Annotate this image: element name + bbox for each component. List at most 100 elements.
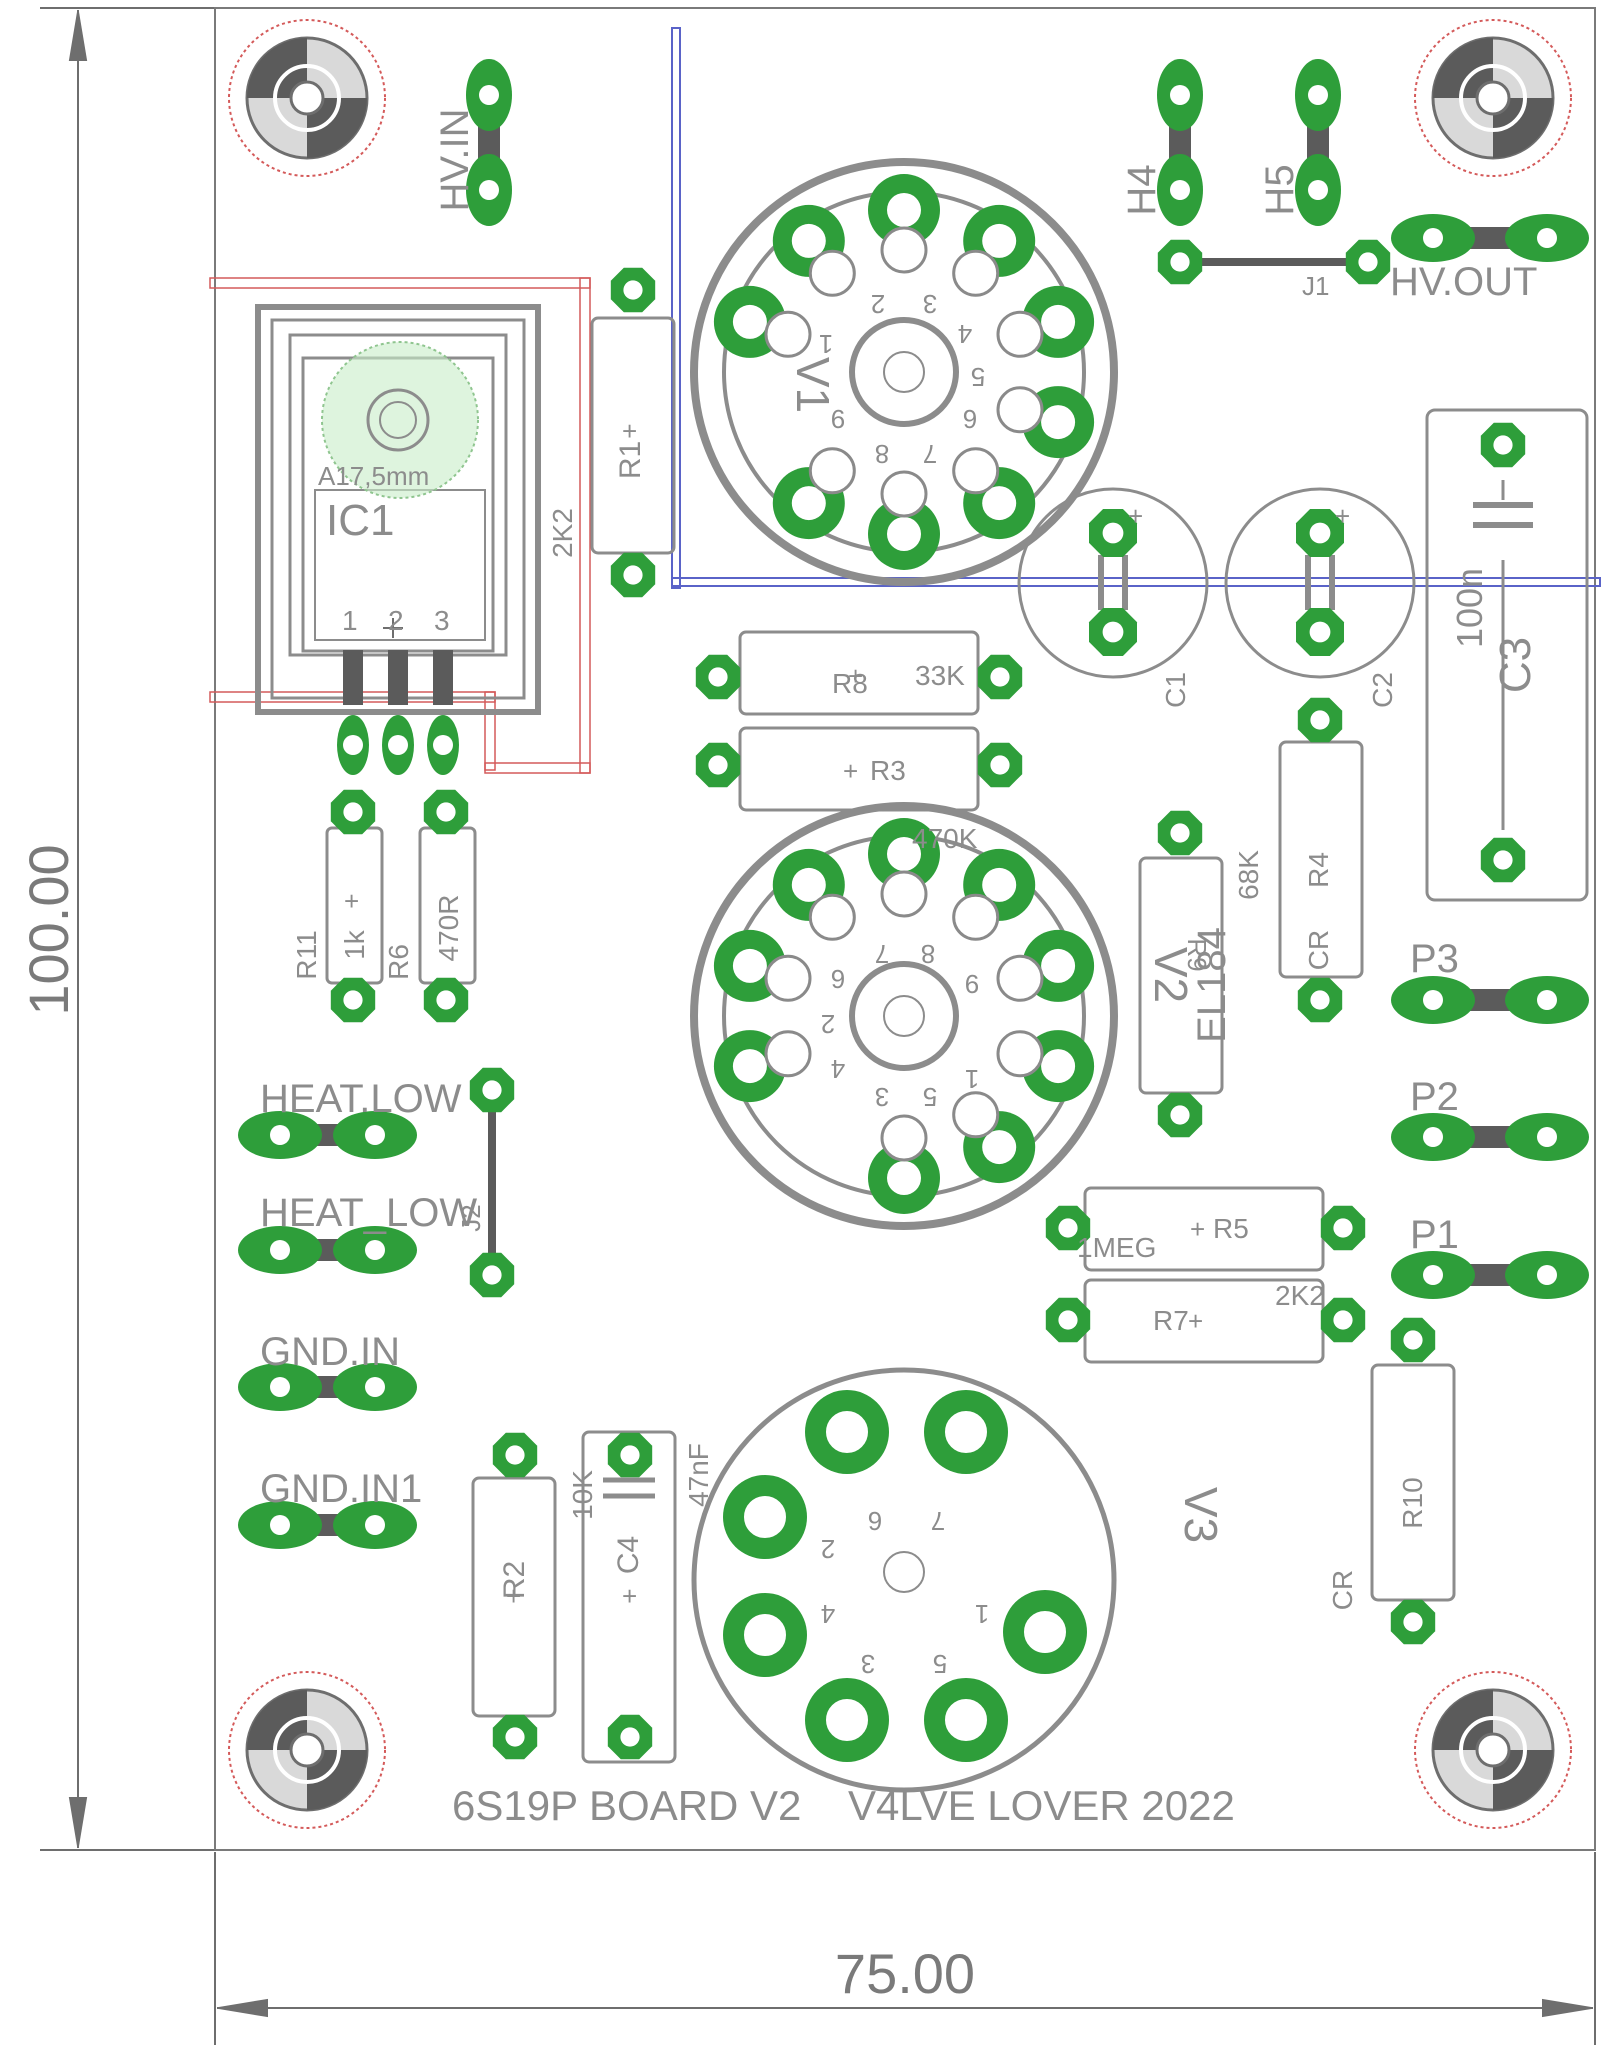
octagon-pad xyxy=(1157,1092,1203,1138)
oval-pad xyxy=(333,1363,417,1411)
board-author-label: V4LVE LOVER 2022 xyxy=(848,1782,1235,1829)
p3-label: P3 xyxy=(1410,937,1459,981)
oval-pad xyxy=(1391,214,1475,262)
tube-pin xyxy=(772,204,856,297)
tube-pin xyxy=(772,447,856,540)
oval-pad xyxy=(238,1363,322,1411)
mounting-hole xyxy=(1414,19,1572,177)
octagon-pad xyxy=(977,742,1023,788)
c1-label: C1 xyxy=(1160,672,1191,708)
r3-label: R3 xyxy=(870,755,906,786)
oval-pad xyxy=(1295,154,1341,226)
board-height-label: 100.00 xyxy=(17,844,80,1015)
oval-pad xyxy=(333,1111,417,1159)
r3-plus-mark: + xyxy=(843,756,858,786)
octagon-pad xyxy=(423,977,469,1023)
octagon-pad xyxy=(1480,837,1526,883)
c3-value-label: 100n xyxy=(1449,568,1490,648)
tube-pin xyxy=(805,1390,889,1474)
board-width-label: 75.00 xyxy=(835,1942,975,2005)
r5-label: R5 xyxy=(1213,1213,1249,1244)
oval-pad xyxy=(337,715,369,775)
tube-pin xyxy=(772,848,856,941)
octagon-pad xyxy=(607,1432,653,1478)
octagon-pad xyxy=(695,654,741,700)
octagon-pad xyxy=(1345,239,1391,285)
oval-pad xyxy=(1505,976,1589,1024)
mounting-hole xyxy=(228,1671,386,1829)
v3-pin-4-label: 4 xyxy=(821,1599,835,1629)
r6-value-label: 470R xyxy=(433,895,464,962)
v3-pin-2-label: 2 xyxy=(821,1534,835,1564)
polarity-marks: + + + + + + + + + + xyxy=(344,416,1350,1611)
tube-pin xyxy=(952,848,1036,941)
oval-pad xyxy=(333,1226,417,1274)
octagon-pad xyxy=(492,1714,538,1760)
component-bodies xyxy=(325,316,1589,1764)
v1-pin-5-label: 5 xyxy=(971,362,985,392)
v1-pin-4-label: 4 xyxy=(958,319,972,349)
v1-pin-1-label: 1 xyxy=(819,329,833,359)
tube-pin xyxy=(713,1030,812,1103)
p1-label: P1 xyxy=(1410,1213,1459,1257)
pads xyxy=(238,59,1589,1762)
octagon-pad xyxy=(1480,422,1526,468)
octagon-pad xyxy=(695,742,741,788)
r10-alt-label: CR xyxy=(1327,1570,1358,1610)
gnd-in1-label: GND.IN1 xyxy=(260,1467,422,1511)
tube-v2-label: V2 xyxy=(1145,947,1197,1003)
octagon-pad xyxy=(330,789,376,835)
v2-pin-1-label: 1 xyxy=(965,1064,979,1094)
tube-pin xyxy=(996,386,1095,459)
ic1-pin-2-label: 2 xyxy=(388,605,404,636)
r2-value-label: 10K xyxy=(567,1470,598,1520)
tube-pin xyxy=(996,1030,1095,1103)
mounting-holes xyxy=(228,19,1572,1829)
c2-plus-mark: + xyxy=(1335,501,1350,531)
h4-label: H4 xyxy=(1120,164,1164,215)
octagon-pad xyxy=(330,977,376,1023)
tube-el184-label: EL184 xyxy=(1190,927,1234,1043)
r5-plus-mark: + xyxy=(1190,1214,1205,1244)
octagon-pad xyxy=(1297,697,1343,743)
octagon-pad xyxy=(610,552,656,598)
board-wires xyxy=(671,27,1601,589)
octagon-pad xyxy=(1045,1205,1091,1251)
oval-pad xyxy=(238,1111,322,1159)
v2-pin-6-label: 6 xyxy=(831,964,845,994)
mounting-hole xyxy=(1414,1671,1572,1829)
tube-pin xyxy=(805,1678,889,1762)
j2-label: J2 xyxy=(456,1204,486,1231)
v1-pin-9-label: 9 xyxy=(831,404,845,434)
gnd-in-label: GND.IN xyxy=(260,1330,400,1374)
r9-label: R9 xyxy=(1182,938,1212,971)
v3-pin-3-label: 3 xyxy=(861,1649,875,1679)
oval-pad xyxy=(1157,59,1203,131)
r7-plus-mark: + xyxy=(1188,1306,1203,1336)
ic1-name-label: IC1 xyxy=(326,496,394,545)
oval-pad xyxy=(333,1501,417,1549)
oval-pad xyxy=(1391,976,1475,1024)
heat-low-2-label: HEAT_LOW xyxy=(260,1191,477,1235)
oval-pad xyxy=(466,154,512,226)
board-name-label: 6S19P BOARD V2 xyxy=(452,1782,801,1829)
v1-pin-2-label: 2 xyxy=(871,289,885,319)
r11-plus-mark: + xyxy=(344,886,359,916)
r7-label: R7 xyxy=(1153,1305,1189,1336)
tube-pin xyxy=(868,470,940,570)
oval-pad xyxy=(1157,154,1203,226)
octagon-pad xyxy=(492,1432,538,1478)
tube-pin xyxy=(924,1678,1008,1762)
tube-pin xyxy=(1003,1590,1087,1674)
tube-pin xyxy=(713,929,812,1002)
heat-low-1-label: HEAT.LOW xyxy=(260,1077,462,1121)
ic1-pin-1-label: 1 xyxy=(342,605,358,636)
octagon-pad xyxy=(469,1067,515,1113)
octagon-pad xyxy=(1296,608,1344,656)
oval-pad xyxy=(427,715,459,775)
tube-v3-label: V3 xyxy=(1175,1487,1227,1543)
v1-pin-3-label: 3 xyxy=(923,289,937,319)
tube-pin xyxy=(996,285,1095,358)
j1-label: J1 xyxy=(1302,271,1329,301)
